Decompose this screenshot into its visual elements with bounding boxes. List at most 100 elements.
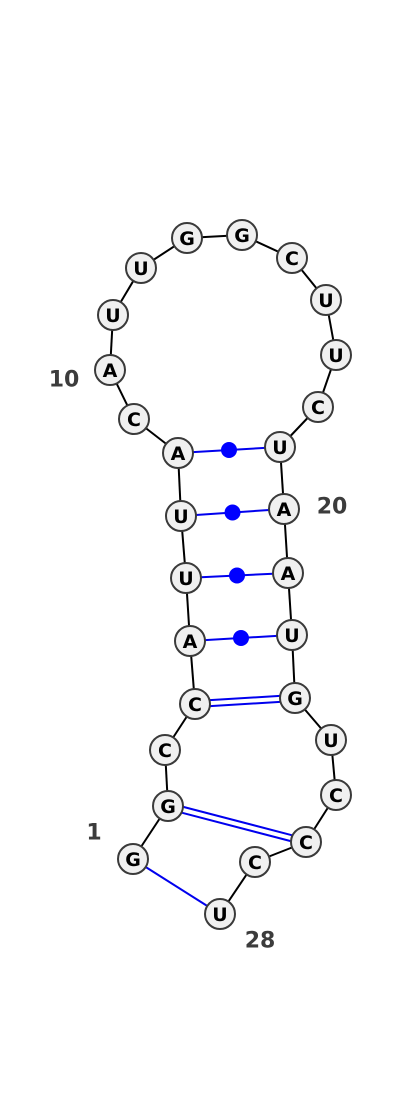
nucleotide-circle [117,843,149,875]
nucleotide-letter: A [171,443,186,465]
nucleotide-28: U [204,898,236,930]
nucleotide-letter: U [318,290,333,312]
nucleotide-9: C [118,403,150,435]
nucleotide-8: A [162,437,194,469]
nucleotide-letter: G [234,225,250,247]
nucleotide-circle [152,790,184,822]
nucleotide-letter: G [287,688,303,710]
nucleotide-3: C [149,734,181,766]
nucleotide-circle [268,493,300,525]
nucleotide-letter: U [173,506,188,528]
nucleotide-circle [125,252,157,284]
nucleotide-12: U [125,252,157,284]
nucleotide-15: C [276,242,308,274]
nucleotide-26: C [290,826,322,858]
nucleotide-letter: U [178,568,193,590]
nucleotide-circle [179,688,211,720]
nucleotide-letter: G [160,796,176,818]
nucleotide-letter: C [188,694,202,716]
nucleotide-circle [162,437,194,469]
nucleotide-6: U [170,562,202,594]
nucleotide-circle [97,299,129,331]
nucleotide-circle [239,846,271,878]
base-pair-line [181,811,291,843]
nucleotide-14: G [226,219,258,251]
nucleotide-letter: U [105,305,120,327]
nucleotide-circle [264,431,296,463]
nucleotide-18: C [302,391,334,423]
nucleotide-letter: U [328,345,343,367]
base-pair-layer [145,442,293,907]
nucleotide-letter: U [133,258,148,280]
nucleotide-circle [149,734,181,766]
nucleotide-21: A [272,557,304,589]
nucleotide-24: U [315,724,347,756]
nucleotide-letter: C [285,248,299,270]
position-label-1: 1 [86,821,101,846]
nucleotide-5: A [174,625,206,657]
position-label-28: 28 [245,929,276,954]
nucleotide-letter: C [127,409,141,431]
nucleotide-4: C [179,688,211,720]
nucleotide-19: U [264,431,296,463]
nucleotide-circle [276,619,308,651]
nucleotide-circle [170,562,202,594]
base-pair-line [210,700,281,708]
nucleotide-11: U [97,299,129,331]
nucleotide-circle [320,339,352,371]
wobble-pair-dot [233,630,249,646]
nucleotide-circle [315,724,347,756]
nucleotide-letter: C [299,832,313,854]
nucleotide-25: C [320,779,352,811]
nucleotide-circle [276,242,308,274]
base-pair-line [209,694,280,702]
nucleotide-circle [204,898,236,930]
wobble-pair-dot [229,567,245,584]
nucleotide-circle [171,222,203,254]
nucleotide-10: A [94,354,126,386]
nucleotide-circle [94,354,126,386]
nucleotide-letter: U [212,904,227,926]
nucleotide-letter: C [158,740,172,762]
nucleotide-13: G [171,222,203,254]
nucleotide-circle [302,391,334,423]
position-label-layer: 1 10 20 28 [49,368,348,954]
nucleotide-22: U [276,619,308,651]
nucleotide-23: G [279,682,311,714]
nucleotide-letter: A [103,360,118,382]
nucleotide-letter: G [179,228,195,250]
nucleotide-27: C [239,846,271,878]
nucleotide-letter: A [281,563,296,585]
nucleotide-circle [118,403,150,435]
nucleotide-circle [174,625,206,657]
nucleotide-circle [290,826,322,858]
nucleotide-circle [279,682,311,714]
nucleotide-circle [310,284,342,316]
tertiary-pair-line [145,866,208,907]
nucleotide-letter: U [284,625,299,647]
base-pair-line [183,805,293,837]
nucleotide-letter: C [248,852,262,874]
nucleotide-2: G [152,790,184,822]
nucleotide-letter: A [183,631,198,653]
nucleotide-letter: G [125,849,141,871]
nucleotide-letter: A [277,499,292,521]
wobble-pair-dot [224,504,241,521]
position-label-20: 20 [317,495,348,520]
nucleotide-16: U [310,284,342,316]
wobble-pair-dot [221,442,237,458]
nucleotide-circle [226,219,258,251]
nucleotide-20: A [268,493,300,525]
nucleotide-circle [320,779,352,811]
nucleotide-letter: U [272,437,287,459]
nucleotide-letter: U [323,730,338,752]
nucleotide-circle [165,500,197,532]
nucleotide-letter: C [329,785,343,807]
position-label-10: 10 [49,368,80,393]
nucleotide-circle [272,557,304,589]
nucleotide-17: U [320,339,352,371]
nucleotide-1: G [117,843,149,875]
